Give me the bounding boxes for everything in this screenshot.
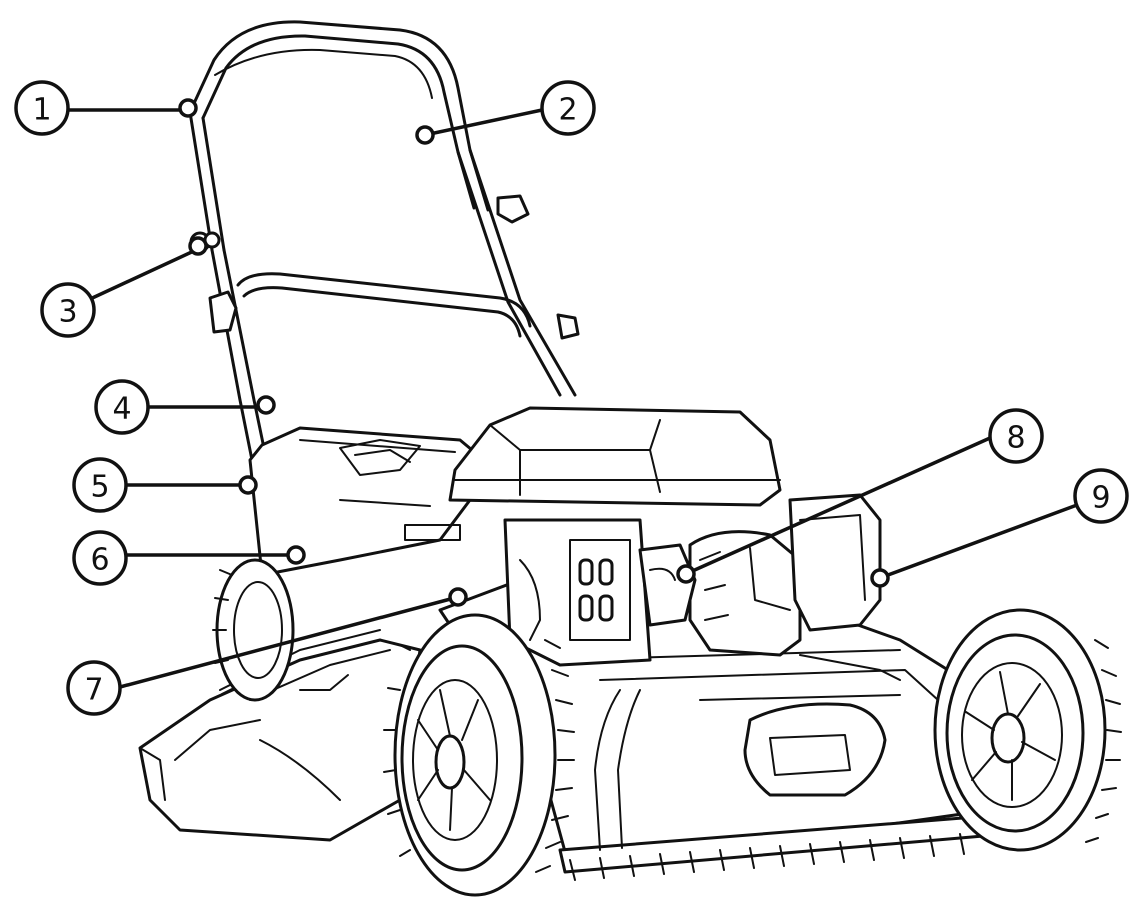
callout-2: 2: [540, 80, 596, 136]
callout-3-label: 3: [58, 295, 77, 330]
front-right-wheel: [933, 608, 1122, 852]
callout-5: 5: [72, 457, 128, 513]
callout-3: 3: [40, 282, 96, 338]
callout-1-label: 1: [32, 93, 51, 128]
callout-6: 6: [72, 530, 128, 586]
leader-dots: [178, 98, 890, 607]
engine: [448, 406, 901, 681]
callout-9: 9: [1073, 468, 1129, 524]
callout-9-label: 9: [1091, 481, 1110, 516]
callout-7-label: 7: [84, 673, 103, 708]
leader-lines: [68, 108, 1078, 689]
rear-left-wheel: [212, 558, 295, 702]
callout-6-label: 6: [90, 543, 109, 578]
callout-2-label: 2: [558, 93, 577, 128]
grass-bag: [248, 426, 480, 577]
callout-8-label: 8: [1006, 421, 1025, 456]
callout-8: 8: [988, 408, 1044, 464]
callout-1: 1: [14, 80, 70, 136]
front-left-wheel: [383, 613, 575, 897]
handle: [188, 20, 580, 562]
callout-4: 4: [94, 379, 150, 435]
callout-7: 7: [66, 660, 122, 716]
callout-5-label: 5: [90, 470, 109, 505]
callout-4-label: 4: [112, 392, 131, 427]
